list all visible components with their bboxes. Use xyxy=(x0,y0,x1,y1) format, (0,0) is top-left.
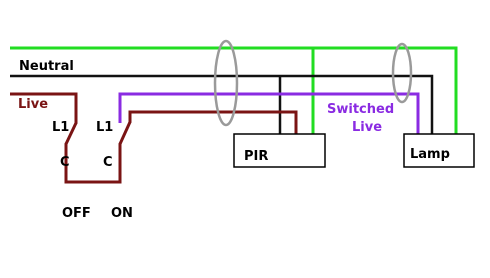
neutral-label: Neutral xyxy=(19,59,74,74)
c-label-off: C xyxy=(60,155,70,170)
live-label: Live xyxy=(18,97,48,112)
switch-terminals xyxy=(64,120,132,146)
l1-label-on: L1 xyxy=(96,120,113,135)
cable-sleeve-left xyxy=(213,39,239,127)
neutral-wire xyxy=(10,74,434,134)
on-label: ON xyxy=(111,206,133,221)
cable-sleeve-right xyxy=(391,42,413,104)
lamp-label: Lamp xyxy=(410,147,450,162)
pir-label: PIR xyxy=(244,149,268,164)
off-label: OFF xyxy=(62,206,91,221)
l1-label-off: L1 xyxy=(52,120,69,135)
switched-live-wire xyxy=(118,92,420,134)
switched-live-label-line2: Live xyxy=(352,120,382,135)
live-wire xyxy=(10,92,298,184)
switched-live-label-line1: Switched xyxy=(327,102,394,117)
earth-wire xyxy=(10,46,458,134)
lamp-box xyxy=(403,133,475,168)
pir-box xyxy=(233,133,326,168)
c-label-on: C xyxy=(103,155,113,170)
